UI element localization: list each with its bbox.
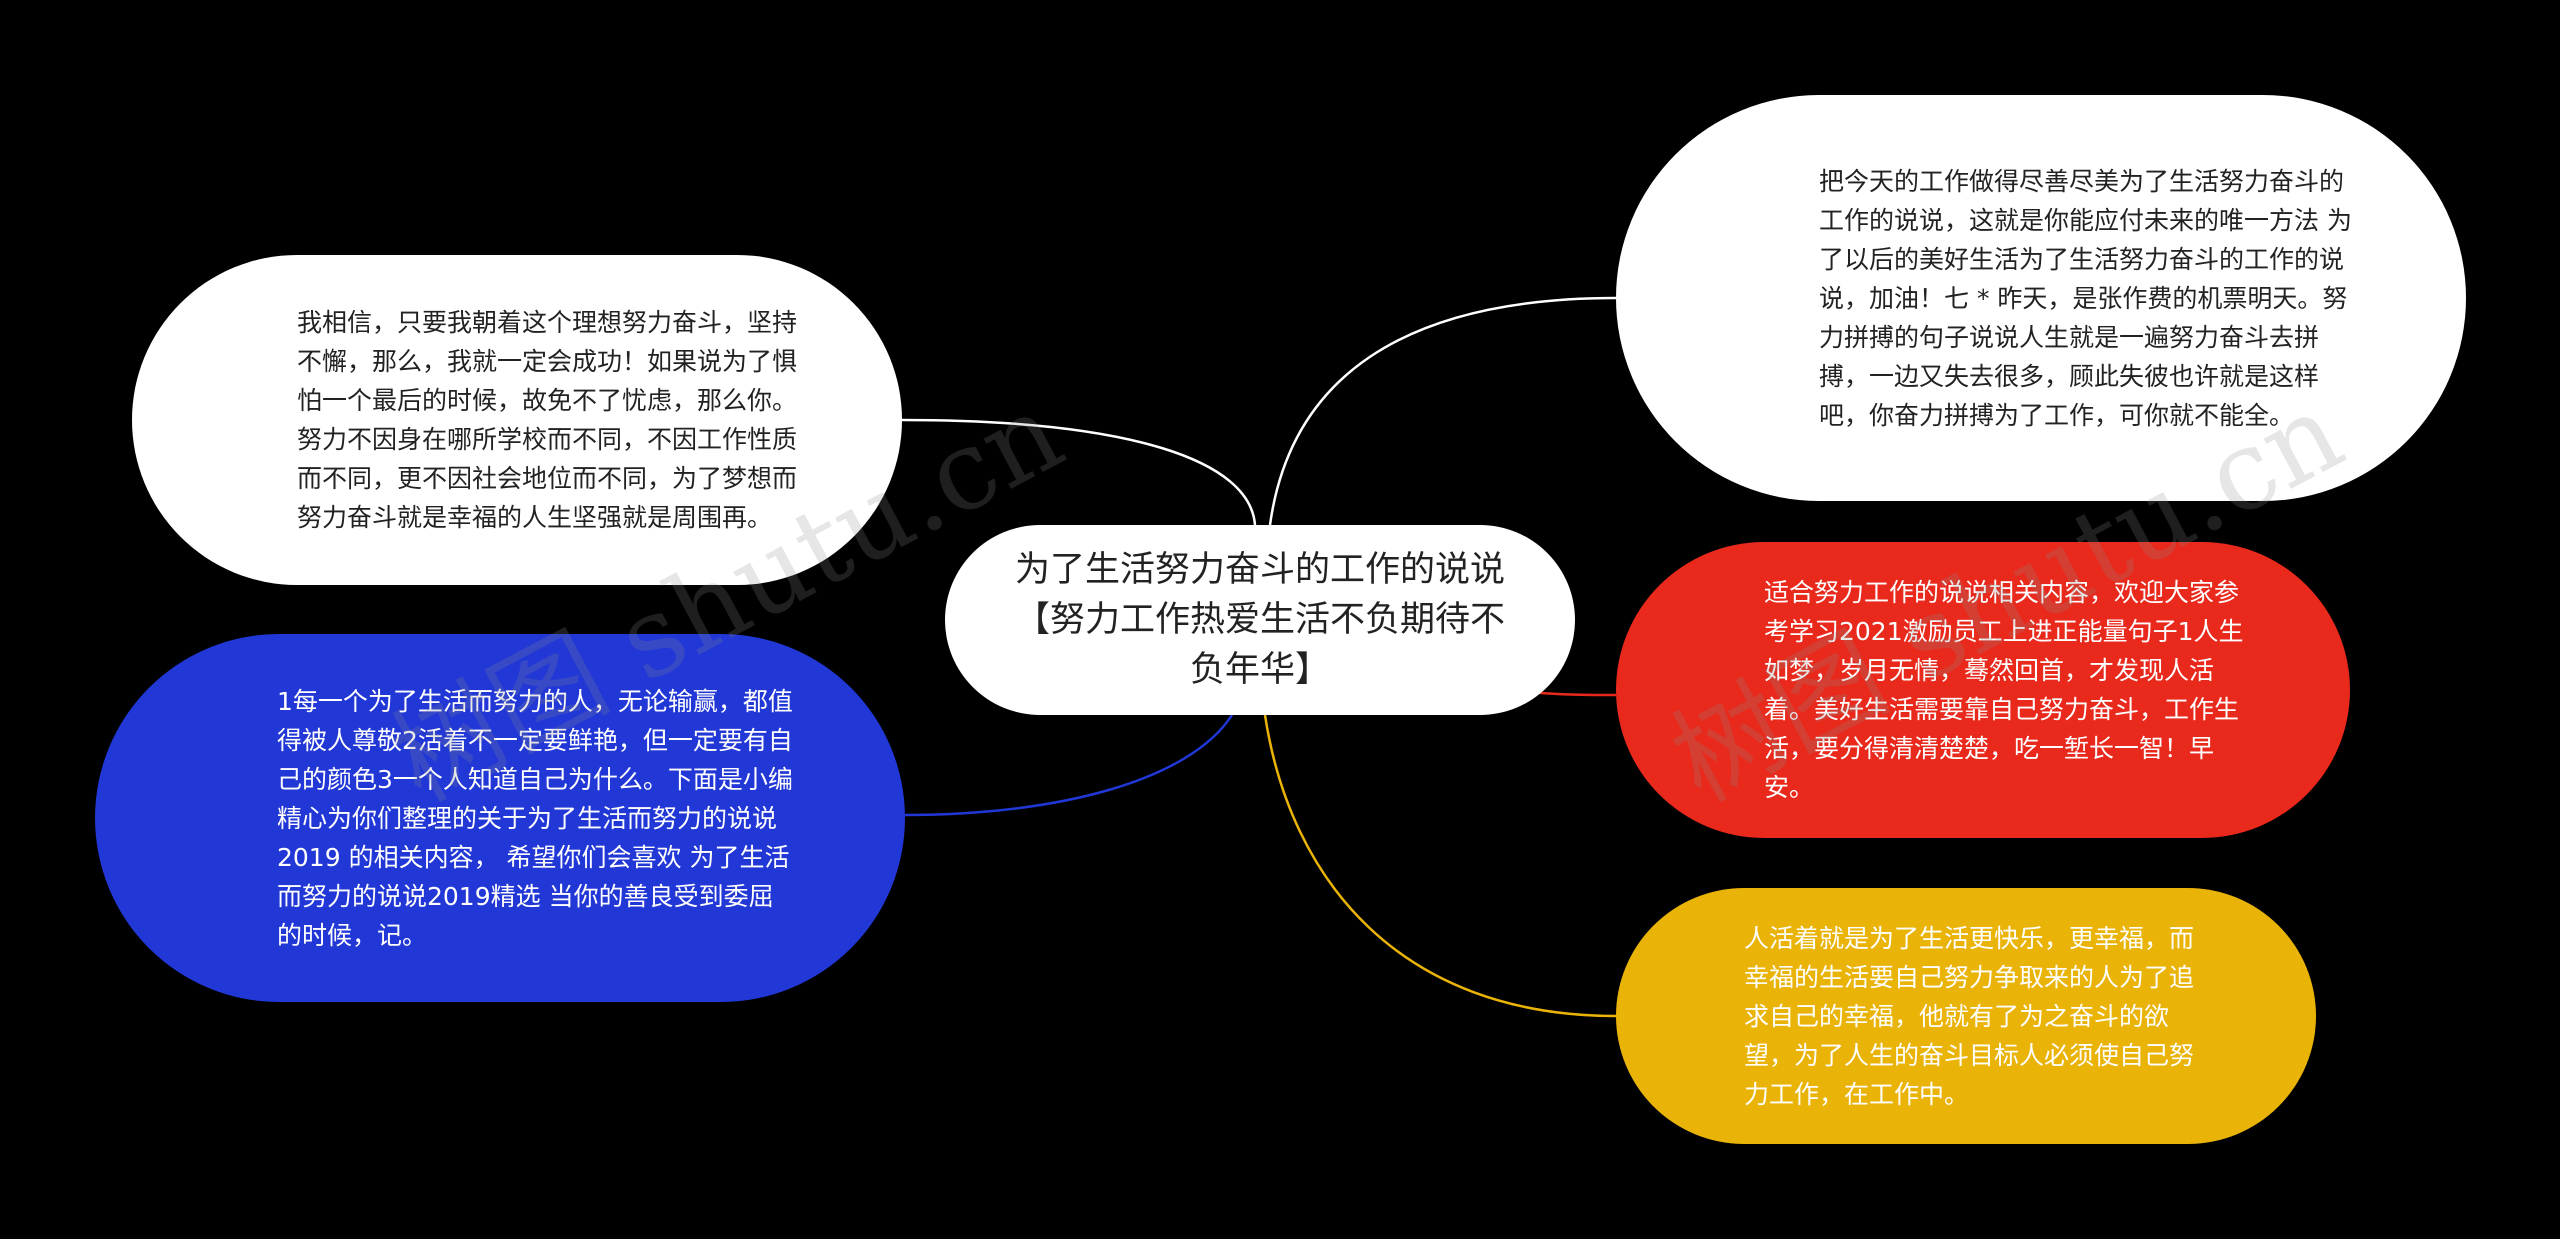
branch-node-bottom-right[interactable]: 人活着就是为了生活更快乐，更幸福，而幸福的生活要自己努力争取来的人为了追求自己的… — [1616, 888, 2316, 1144]
branch-node-text: 1每一个为了生活而努力的人，无论输赢，都值得被人尊敬2活着不一定要鲜艳，但一定要… — [277, 686, 793, 950]
branch-node-top-left[interactable]: 我相信，只要我朝着这个理想努力奋斗，坚持不懈，那么，我就一定会成功！如果说为了惧… — [132, 255, 902, 585]
central-topic-text: 为了生活努力奋斗的工作的说说【努力工作热爱生活不负期待不负年华】 — [1015, 550, 1506, 690]
connector-top-left — [901, 418, 1257, 526]
connector-bottom-left — [904, 714, 1234, 817]
branch-node-text: 我相信，只要我朝着这个理想努力奋斗，坚持不懈，那么，我就一定会成功！如果说为了惧… — [297, 308, 798, 532]
branch-node-top-right[interactable]: 把今天的工作做得尽善尽美为了生活努力奋斗的工作的说说，这就是你能应付未来的唯一方… — [1616, 95, 2466, 501]
branch-node-text: 适合努力工作的说说相关内容，欢迎大家参考学习2021激励员工上进正能量句子1人生… — [1764, 578, 2244, 802]
connector-bottom-right — [1263, 714, 1617, 1018]
central-topic-node[interactable]: 为了生活努力奋斗的工作的说说【努力工作热爱生活不负期待不负年华】 — [945, 525, 1575, 715]
branch-node-text: 人活着就是为了生活更快乐，更幸福，而幸福的生活要自己努力争取来的人为了追求自己的… — [1744, 923, 2195, 1109]
branch-node-bottom-left[interactable]: 1每一个为了生活而努力的人，无论输赢，都值得被人尊敬2活着不一定要鲜艳，但一定要… — [95, 634, 905, 1002]
branch-node-text: 把今天的工作做得尽善尽美为了生活努力奋斗的工作的说说，这就是你能应付未来的唯一方… — [1819, 166, 2352, 430]
connector-middle-right — [1539, 691, 1617, 697]
connector-top-right — [1268, 296, 1617, 526]
branch-node-middle-right[interactable]: 适合努力工作的说说相关内容，欢迎大家参考学习2021激励员工上进正能量句子1人生… — [1616, 542, 2350, 838]
